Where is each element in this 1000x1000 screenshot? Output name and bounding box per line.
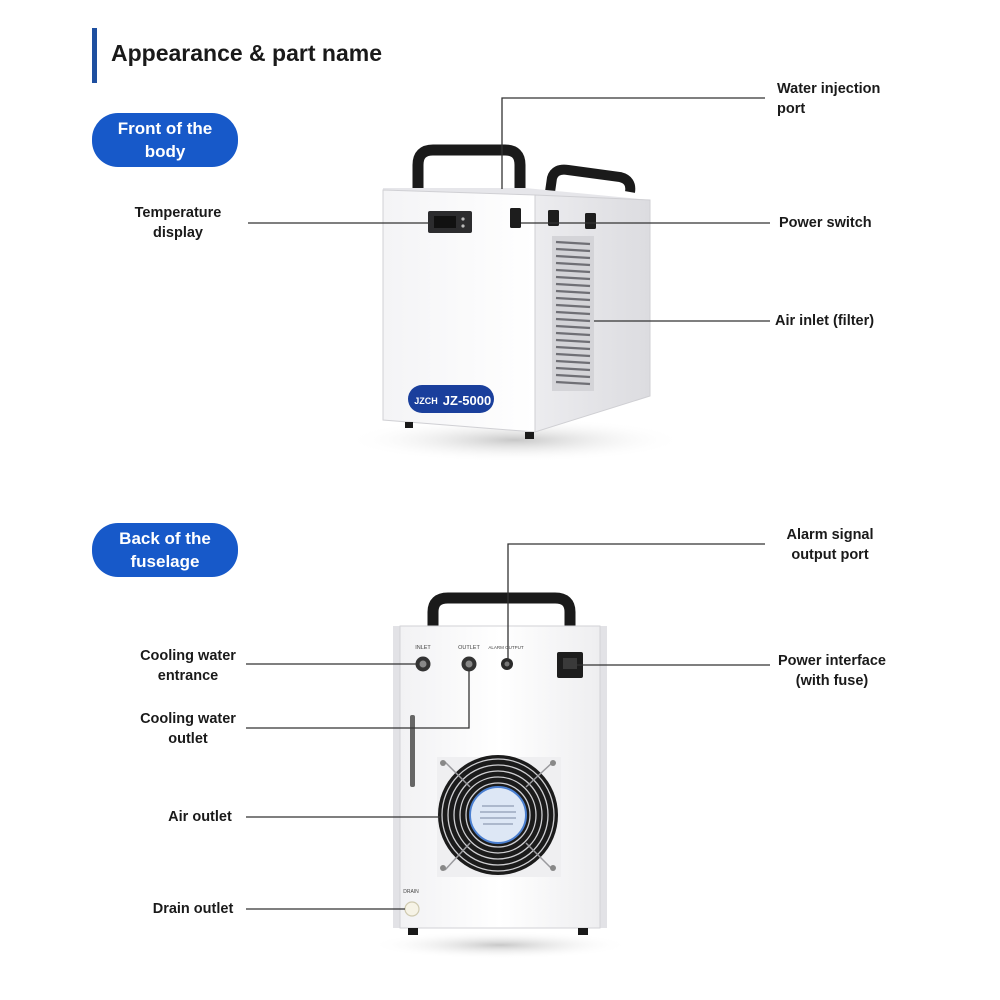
back-section-badge: Back of the fuselage: [92, 523, 238, 577]
water-injection-port-label: Water injection port: [777, 81, 881, 117]
water-level-gauge: [410, 715, 415, 787]
fan-guard-rings: [441, 758, 555, 872]
leader-cooling-water-outlet: [246, 670, 470, 729]
port-center-icon: [419, 660, 427, 668]
drain-port-label: DRAIN: [403, 889, 419, 895]
back-side-right: [597, 626, 607, 928]
temperature-display-screen: [434, 216, 456, 228]
brand-badge: [408, 385, 494, 413]
front-handle: [412, 144, 526, 190]
foot: [408, 928, 418, 935]
fan-hub-ring: [469, 786, 527, 844]
drain-outlet-label: Drain outlet: [152, 901, 234, 917]
rear-handle: [545, 164, 636, 193]
cooling-water-outlet-label: Cooling water outlet: [140, 711, 236, 747]
air-outlet-fan: [437, 755, 561, 877]
front-section-badge: Front of the body: [92, 113, 238, 167]
screw-icon: [550, 760, 556, 766]
foot: [525, 432, 534, 439]
back-section-title: Back of the fuselage: [119, 529, 211, 571]
fan-hub-sticker: [470, 787, 526, 843]
air-outlet-label: Air outlet: [168, 809, 232, 825]
side-switch: [548, 210, 559, 226]
back-unit: INLET OUTLET ALARM OUTPUT: [370, 592, 630, 959]
front-section-title: Front of the body: [117, 119, 213, 161]
display-button-icon: [461, 224, 465, 228]
power-switch-rocker: [510, 208, 521, 228]
front-leader-lines: [248, 97, 770, 322]
fan-sticker-text-lines: [480, 805, 516, 825]
leader-alarm-signal: [507, 543, 765, 660]
port-center-icon: [465, 660, 473, 668]
title-accent-bar: [92, 28, 97, 83]
front-unit: JZCH JZ-5000: [345, 144, 685, 462]
display-button-icon: [461, 217, 465, 221]
back-unit-shadow: [370, 931, 630, 959]
model-name-text: JZ-5000: [443, 393, 491, 408]
leader-water-injection: [501, 97, 765, 189]
alarm-signal-output-port-label: Alarm signal output port: [786, 527, 874, 563]
port-center-icon: [504, 661, 510, 667]
side-switch: [585, 213, 596, 229]
power-interface-label: Power interface (with fuse): [778, 653, 886, 689]
temperature-display-label: Temperature display: [134, 205, 222, 241]
screw-icon: [440, 760, 446, 766]
grille-slots: [555, 240, 591, 386]
back-side-left: [393, 626, 403, 928]
foot: [578, 928, 588, 935]
inlet-port-label: INLET: [415, 645, 431, 651]
outlet-port-label: OUTLET: [458, 645, 480, 651]
foot: [405, 422, 413, 428]
socket-inner: [563, 658, 577, 669]
front-unit-shadow: [345, 418, 685, 462]
alarm-port-label: ALARM OUTPUT: [488, 645, 524, 650]
screw-icon: [550, 865, 556, 871]
back-leader-lines: [246, 543, 770, 910]
air-inlet-label: Air inlet (filter): [775, 313, 875, 329]
fan-guard-struts: [444, 761, 554, 871]
power-switch-label: Power switch: [779, 215, 872, 231]
air-inlet-grille: [552, 236, 594, 391]
page-title: Appearance & part name: [111, 40, 382, 66]
screw-icon: [440, 865, 446, 871]
brand-logo-text: JZCH: [414, 396, 438, 406]
drain-outlet-cap: [404, 901, 420, 917]
back-handle: [427, 592, 576, 628]
cooling-water-entrance-label: Cooling water entrance: [140, 648, 236, 684]
